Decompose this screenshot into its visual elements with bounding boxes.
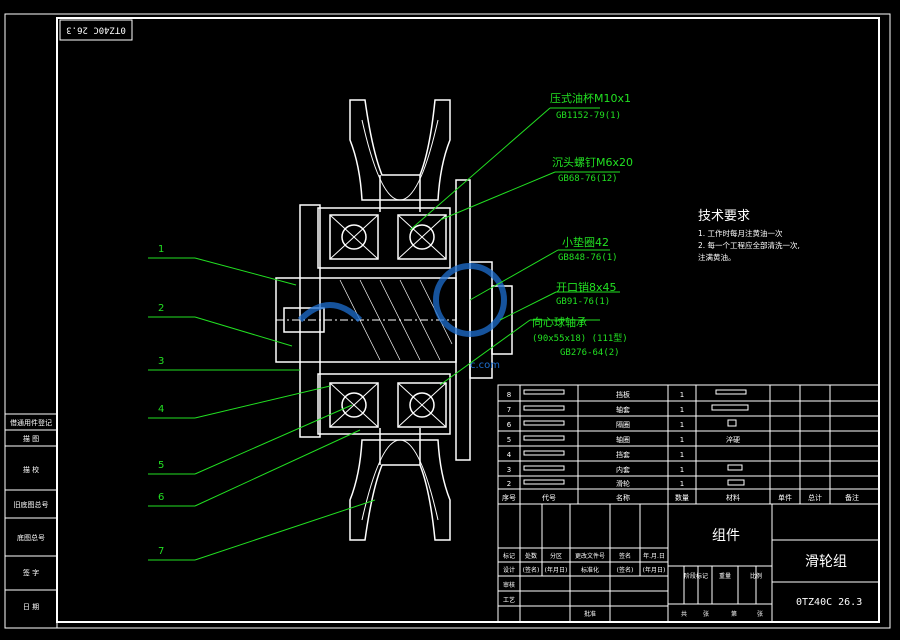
callout-std: GB276-64(2) [560, 348, 620, 358]
assembly-label: 组件 [712, 528, 740, 544]
callout-std: (90x55x18) (111型) [532, 333, 628, 344]
rev-cell: (签名) [617, 566, 634, 574]
bom-qty: 1 [680, 466, 684, 474]
stage-label: 重量 [719, 572, 731, 580]
bom-no: 8 [507, 391, 511, 399]
callout-name: 小垫圈42 [562, 235, 609, 249]
watermark-logo [297, 263, 507, 337]
tech-line: 注满黄油。 [698, 252, 736, 262]
tech-line: 1. 工作时每月注黄油一次 [698, 228, 783, 238]
item-number: 1 [158, 244, 164, 255]
role-label: 审核 [503, 581, 515, 589]
outer-frame [4, 13, 891, 629]
left-panel-label: 描 校 [23, 465, 39, 474]
bom-header: 名称 [616, 493, 630, 502]
callout-std: GB1152-79(1) [556, 111, 621, 121]
callout-name: 开口销8x45 [556, 280, 617, 294]
item-number: 2 [158, 303, 164, 314]
bom-rows: 8 挡板 1 7 轴套 1 6 隔圈 1 5 轴圈 1 淬硬 4 挡套 1 3 … [502, 390, 859, 502]
rev-cell: (年月日) [643, 566, 666, 574]
bom-material: 淬硬 [726, 435, 740, 444]
bom-header: 材料 [726, 493, 740, 502]
inner-frame [56, 17, 880, 623]
rev-cell: (签名) [523, 566, 540, 574]
left-panel-label: 底图总号 [17, 533, 45, 542]
bom-header: 单件 [778, 493, 792, 502]
bom-name: 轴套 [616, 405, 630, 414]
bom-qty: 1 [680, 451, 684, 459]
role-label: 设计 [503, 566, 515, 574]
bom-qty: 1 [680, 421, 684, 429]
bom-no: 7 [507, 406, 511, 414]
bom-qty: 1 [680, 480, 684, 488]
bom-header: 代号 [542, 493, 556, 502]
sheet-label: 共 [681, 610, 687, 618]
bom-table [497, 384, 880, 505]
left-panel-label: 日 期 [23, 603, 39, 611]
callout-std: GB848-76(1) [558, 253, 618, 263]
rev-cell: 标准化 [581, 566, 599, 574]
left-panel-label: 签 字 [23, 568, 39, 577]
bom-header: 总计 [808, 493, 822, 502]
rev-header: 处数 [525, 552, 537, 560]
drawing-code: 0TZ40C 26.3 [796, 597, 862, 608]
bom-name: 隔圈 [616, 420, 630, 429]
sheet-label: 第 [731, 610, 737, 618]
bom-name: 轴圈 [616, 435, 630, 444]
bom-no: 3 [507, 466, 511, 474]
rev-cell: (年月日) [545, 566, 568, 574]
code-stamp-text: 0TZ40C 26.3 [66, 25, 126, 35]
bom-no: 6 [507, 421, 512, 429]
bom-no: 5 [507, 436, 511, 444]
bom-qty: 1 [680, 436, 684, 444]
item-number: 4 [158, 404, 164, 415]
item-number: 7 [158, 546, 164, 557]
stage-label: 比例 [750, 572, 762, 580]
bom-header: 序号 [502, 493, 516, 502]
bom-name: 挡板 [616, 390, 630, 399]
callout-name: 向心球轴承 [532, 315, 587, 329]
bom-qty: 1 [680, 406, 684, 414]
left-panel-label: 描 图 [23, 434, 39, 443]
bom-header: 数量 [675, 493, 689, 502]
callout-name: 压式油杯M10x1 [550, 91, 631, 105]
left-binding-panel: 借通用件登记 描 图 描 校 旧底图总号 底图总号 签 字 日 期 [4, 413, 58, 629]
sheet-label: 张 [703, 610, 709, 618]
bom-header: 备注 [845, 493, 859, 502]
bom-no: 2 [507, 480, 511, 488]
callout-std: GB68-76(12) [558, 174, 618, 184]
bom-name: 内套 [616, 465, 630, 474]
leader-lines [148, 107, 620, 561]
rev-header: 更改文件号 [575, 552, 605, 560]
rev-table-text: 标记 处数 分区 更改文件号 签名 年.月.日 设计 (签名) (年月日) 标准… [503, 552, 763, 618]
role-label: 工艺 [503, 596, 515, 604]
item-number: 6 [158, 492, 164, 503]
bom-qty: 1 [680, 391, 684, 399]
sheet-label: 张 [757, 610, 763, 618]
tech-title: 技术要求 [698, 209, 750, 224]
title-block [497, 503, 880, 623]
role-label: 批准 [584, 610, 596, 618]
part-name: 滑轮组 [805, 553, 847, 570]
watermark-text: c.com [470, 360, 500, 371]
callout-std: GB91-76(1) [556, 297, 610, 307]
bom-name: 滑轮 [616, 479, 630, 488]
item-number: 5 [158, 460, 164, 471]
callout-name: 沉头螺钉M6x20 [552, 156, 633, 169]
code-stamp-box [59, 19, 133, 41]
bom-no: 4 [507, 451, 512, 459]
item-number: 3 [158, 356, 164, 367]
bom-name: 挡套 [616, 450, 630, 459]
stage-label: 阶段标记 [684, 572, 708, 580]
pulley-section [275, 99, 513, 541]
rev-header: 签名 [619, 552, 631, 560]
left-panel-label: 旧底图总号 [14, 500, 49, 509]
left-panel-label: 借通用件登记 [10, 418, 52, 427]
rev-header: 标记 [503, 552, 515, 560]
rev-header: 年.月.日 [643, 552, 665, 560]
rev-header: 分区 [550, 552, 562, 560]
tech-line: 2. 每一个工程应全部清洗一次, [698, 240, 800, 250]
